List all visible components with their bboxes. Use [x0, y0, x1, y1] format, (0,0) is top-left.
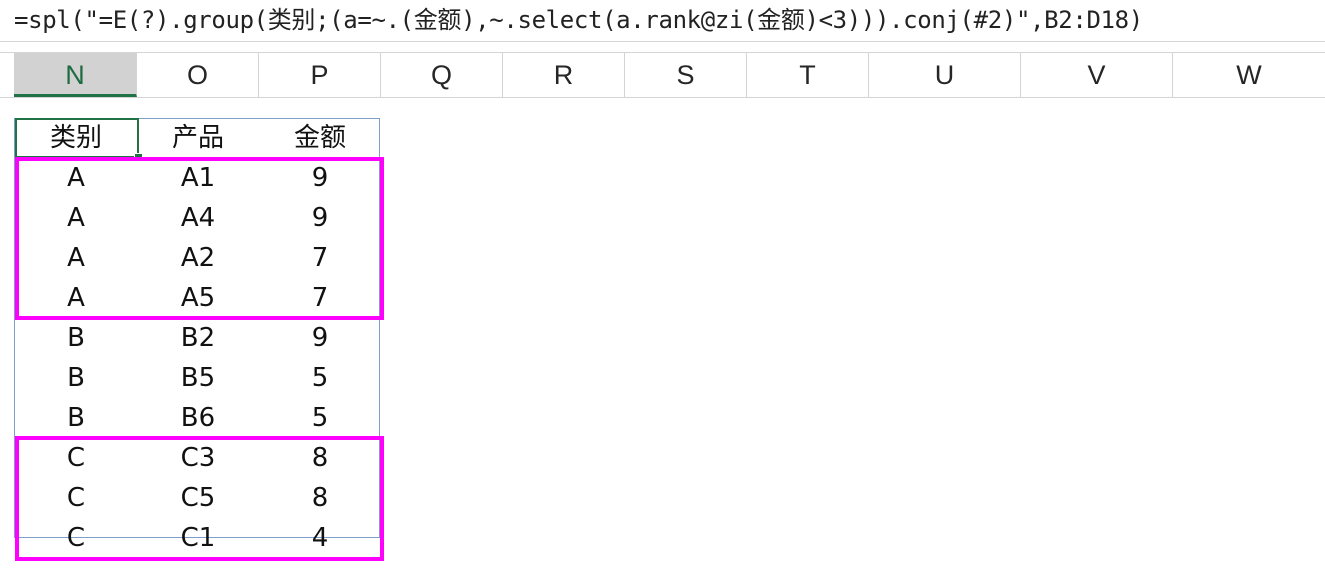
table-row: C C5 8	[15, 478, 381, 518]
table-row: B B2 9	[15, 318, 381, 358]
cell-category[interactable]: A	[67, 163, 85, 193]
column-header-v[interactable]: V	[1021, 53, 1173, 97]
formula-text[interactable]: =spl("=E(?).group(类别;(a=~.(金额),~.select(…	[14, 6, 1143, 34]
header-cell-amount[interactable]: 金额	[293, 123, 346, 153]
cell-category[interactable]: B	[67, 323, 85, 353]
cell-product[interactable]: B5	[180, 363, 216, 393]
formula-bar[interactable]: =spl("=E(?).group(类别;(a=~.(金额),~.select(…	[0, 0, 1325, 42]
cell-amount[interactable]: 5	[311, 363, 329, 393]
cell-category[interactable]: B	[67, 403, 85, 433]
column-header-p[interactable]: P	[259, 53, 381, 97]
table-row: C C1 4	[15, 518, 381, 558]
cell-product[interactable]: B6	[180, 403, 216, 433]
cell-amount[interactable]: 4	[311, 523, 329, 553]
highlight-box-group-c	[15, 436, 384, 561]
column-header-n[interactable]: N	[14, 53, 137, 97]
cell-amount[interactable]: 8	[311, 483, 329, 513]
column-header-o[interactable]: O	[137, 53, 259, 97]
cell-product[interactable]: A5	[180, 283, 216, 313]
cell-category[interactable]: A	[67, 283, 85, 313]
cell-amount[interactable]: 9	[311, 323, 329, 353]
active-cell-selection[interactable]	[15, 118, 139, 158]
table-header-row: 类别 产品 金额	[15, 118, 381, 158]
cell-category[interactable]: A	[67, 203, 85, 233]
cell-product[interactable]: A4	[180, 203, 216, 233]
cell-category[interactable]: B	[67, 363, 85, 393]
cell-amount[interactable]: 9	[311, 203, 329, 233]
column-header-q[interactable]: Q	[381, 53, 503, 97]
column-header-u[interactable]: U	[869, 53, 1021, 97]
cell-amount[interactable]: 8	[311, 443, 329, 473]
cell-category[interactable]: C	[66, 443, 86, 473]
table-row: A A1 9	[15, 158, 381, 198]
cell-amount[interactable]: 9	[311, 163, 329, 193]
table-row: B B5 5	[15, 358, 381, 398]
cell-product[interactable]: A1	[180, 163, 216, 193]
column-header-r[interactable]: R	[503, 53, 625, 97]
cell-category[interactable]: C	[66, 483, 86, 513]
cell-amount[interactable]: 7	[311, 283, 329, 313]
cell-product[interactable]: A2	[180, 243, 216, 273]
cell-amount[interactable]: 5	[311, 403, 329, 433]
cell-product[interactable]: C3	[180, 443, 216, 473]
highlight-box-group-a	[15, 157, 384, 320]
column-header-row: N O P Q R S T U V W	[0, 52, 1325, 98]
cell-amount[interactable]: 7	[311, 243, 329, 273]
column-header-t[interactable]: T	[747, 53, 869, 97]
cell-product[interactable]: B2	[180, 323, 216, 353]
header-cell-product[interactable]: 产品	[171, 123, 224, 153]
table-row: A A2 7	[15, 238, 381, 278]
cell-product[interactable]: C1	[180, 523, 216, 553]
column-header-w[interactable]: W	[1236, 60, 1262, 90]
table-row: C C3 8	[15, 438, 381, 478]
sheet-grid[interactable]: 类别 产品 金额 A A1 9 A A4 9 A A2 7 A A5 7 B B…	[0, 98, 1325, 571]
cell-category[interactable]: C	[66, 523, 86, 553]
table-row: B B6 5	[15, 398, 381, 438]
cell-product[interactable]: C5	[180, 483, 216, 513]
table-row: A A4 9	[15, 198, 381, 238]
cell-category[interactable]: A	[67, 243, 85, 273]
column-header-s[interactable]: S	[625, 53, 747, 97]
table-row: A A5 7	[15, 278, 381, 318]
header-cell-category[interactable]: 类别	[49, 123, 102, 153]
